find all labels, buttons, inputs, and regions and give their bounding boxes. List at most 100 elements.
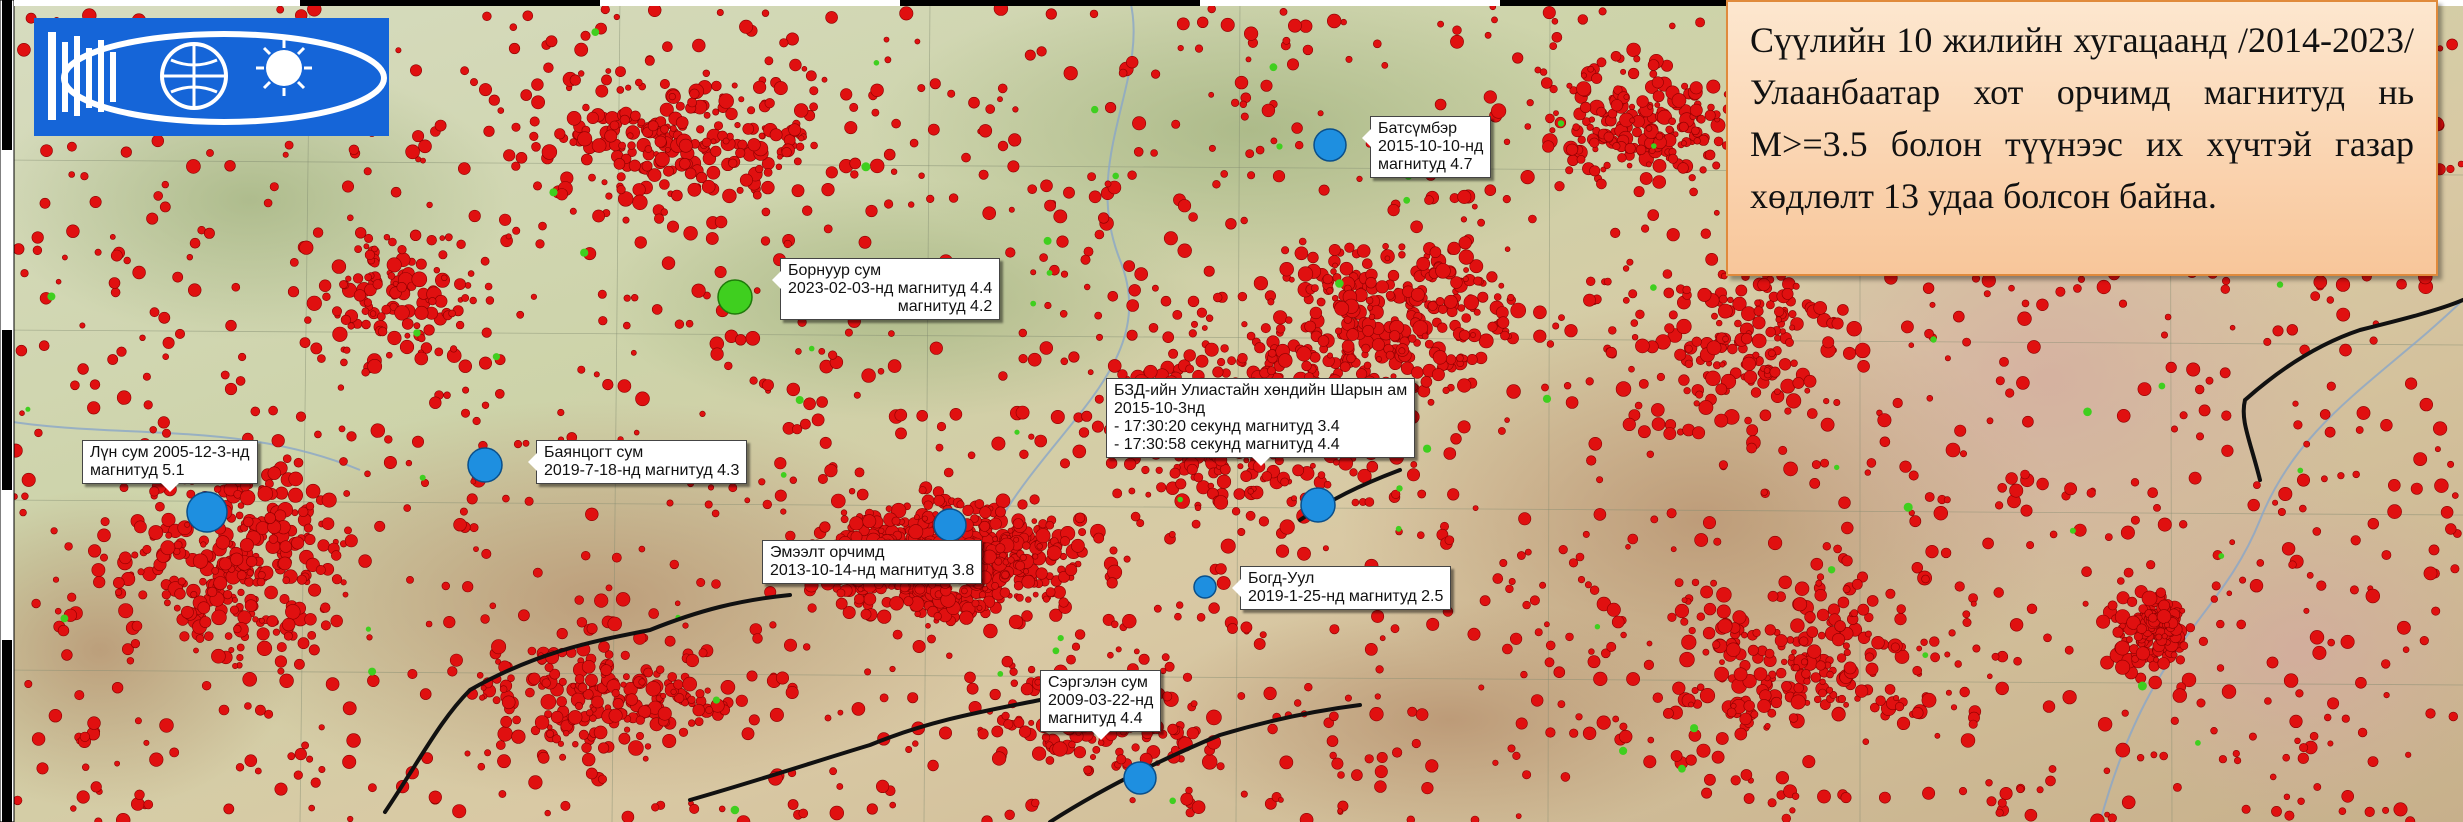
seismic-event-dot (669, 125, 677, 132)
seismic-event-dot (1364, 754, 1374, 764)
seismic-event-dot (1700, 228, 1712, 239)
seismic-event-dot (2216, 664, 2225, 672)
seismic-event-dot (1633, 186, 1645, 198)
seismic-event-dot (1240, 790, 1248, 798)
seismic-event-dot (1517, 551, 1526, 560)
seismic-event-dot (274, 509, 287, 522)
seismic-event-dot (254, 704, 266, 716)
seismic-event-dot (2303, 440, 2311, 448)
seismic-event-dot (2179, 520, 2188, 529)
seismic-event-dot (2448, 711, 2459, 722)
seismic-event-dot (638, 545, 646, 553)
seismic-event-dot (1241, 321, 1248, 328)
seismic-event-dot (1704, 149, 1716, 161)
seismic-event-dot (856, 488, 869, 501)
seismic-event-dot (695, 689, 705, 699)
seismic-event-dot (2135, 646, 2150, 661)
seismic-event-dot (2020, 504, 2033, 517)
seismic-event-dot (1122, 613, 1137, 629)
seismic-event-dot (895, 427, 907, 440)
seismic-event-dot (1177, 44, 1184, 52)
seismic-event-dot (2327, 638, 2335, 647)
seismic-event-dot (540, 694, 557, 710)
seismic-event-dot (1326, 13, 1342, 29)
seismic-event-dot (1598, 7, 1607, 16)
seismic-event-dot (1245, 56, 1252, 63)
seismic-event-dot (1785, 338, 1794, 347)
seismic-event-dot (1382, 243, 1389, 250)
seismic-event-dot (618, 732, 631, 745)
seismic-event-dot (2107, 813, 2117, 822)
seismic-event-dot (458, 359, 472, 373)
seismic-event-dot (851, 702, 866, 716)
seismic-event-dot (1681, 140, 1687, 147)
seismic-event-dot (888, 583, 895, 590)
seismic-event-dot (409, 64, 422, 77)
seismic-event-dot (1064, 563, 1078, 577)
seismic-event-dot (1387, 269, 1400, 282)
seismic-event-dot (654, 151, 670, 167)
seismic-event-dot (1879, 436, 1891, 448)
seismic-event-dot (318, 765, 326, 773)
seismic-event-dot (1297, 266, 1314, 282)
seismic-event-dot (518, 609, 530, 622)
seismic-event-dot (97, 528, 111, 543)
seismic-event-dot (346, 733, 361, 748)
seismic-event-dot (1741, 306, 1756, 322)
seismic-event-dot (1322, 274, 1333, 285)
seismic-event-dot (2043, 633, 2052, 643)
seismic-event-dot (956, 500, 965, 509)
seismic-event-dot (218, 704, 230, 716)
seismic-event-dot (1997, 482, 2007, 493)
seismic-event-dot (666, 220, 679, 233)
seismic-event-dot (594, 593, 609, 608)
seismic-event-dot (1338, 455, 1353, 471)
seismic-event-dot (1323, 480, 1332, 489)
seismic-event-dot (1741, 631, 1748, 639)
seismic-event-dot (405, 459, 413, 467)
seismic-event-dot (1588, 436, 1603, 451)
seismic-event-dot (1444, 535, 1455, 546)
seismic-event-dot (2299, 743, 2309, 753)
seismic-event-dot (1458, 249, 1474, 265)
seismic-event-dot (1208, 144, 1216, 152)
seismic-event-dot (1628, 103, 1636, 110)
seismic-event-dot (1457, 304, 1466, 312)
seismic-event-dot (991, 751, 1007, 766)
seismic-event-dot (1445, 354, 1457, 365)
seismic-event-dot (1576, 81, 1592, 97)
seismic-event-dot (1307, 251, 1319, 264)
seismic-event-dot (473, 546, 479, 552)
seismic-event-dot (2136, 623, 2147, 634)
seismic-event-dot (1515, 717, 1528, 730)
seismic-event-dot (1560, 772, 1571, 782)
seismic-event-dot (1484, 184, 1497, 196)
seismic-event-dot (1045, 8, 1057, 20)
seismic-event-dot (1233, 488, 1246, 500)
seismic-event-dot (1702, 648, 1710, 656)
seismic-event-dot (2036, 477, 2049, 491)
seismic-event-dot (1588, 116, 1595, 123)
seismic-event-dot (320, 602, 331, 613)
seismic-event-dot (1298, 237, 1307, 246)
seismic-event-dot (244, 754, 258, 768)
seismic-event-dot (711, 509, 720, 518)
seismic-event-dot (1986, 417, 1994, 425)
seismic-event-dot (544, 662, 554, 672)
seismic-event-dot (1375, 665, 1384, 674)
seismic-event-dot (2179, 411, 2188, 420)
seismic-event-dot (1278, 797, 1284, 803)
seismic-event-dot (203, 227, 215, 239)
seismic-event-dot (293, 770, 303, 780)
seismic-event-dot (256, 640, 273, 657)
seismic-event-dot (161, 590, 171, 600)
seismic-event-dot (2355, 426, 2364, 434)
seismic-event-dot (184, 521, 190, 528)
seismic-event-dot (87, 716, 101, 730)
seismic-event-dot (605, 192, 613, 200)
seismic-event-dot (1015, 593, 1024, 602)
seismic-event-dot (1001, 655, 1013, 668)
seismic-event-dot (687, 695, 696, 704)
seismic-event-dot (344, 534, 358, 548)
seismic-event-dot (929, 341, 943, 355)
